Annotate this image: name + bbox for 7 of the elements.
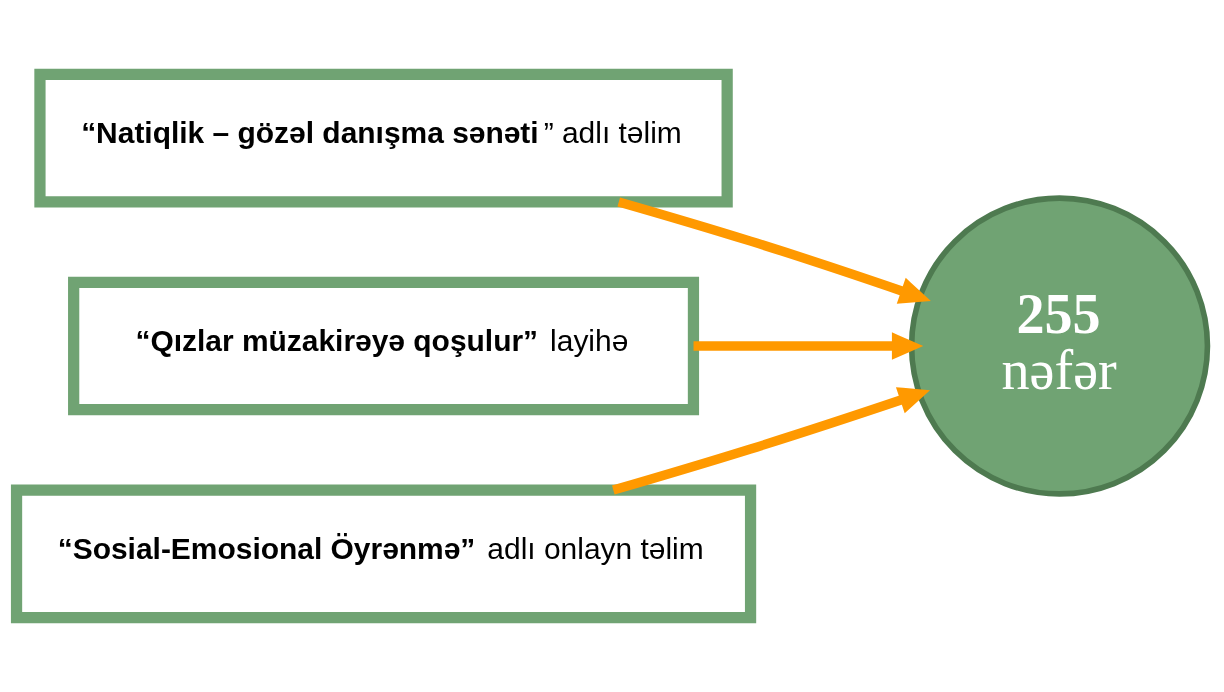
node-box: “Qızlar müzakirəyə qoşulur” layihə (68, 276, 700, 416)
node-circle: 255 nəfər (908, 195, 1211, 497)
arrow (612, 387, 931, 495)
node-box: “Natiqlik – gözəl danışma sənəti” adlı təlim (34, 68, 733, 208)
arrow (617, 197, 931, 304)
node-box: “Sosial-Emosional Öyrənmə” adlı onlayn təlim (10, 484, 757, 624)
arrow (693, 332, 924, 360)
